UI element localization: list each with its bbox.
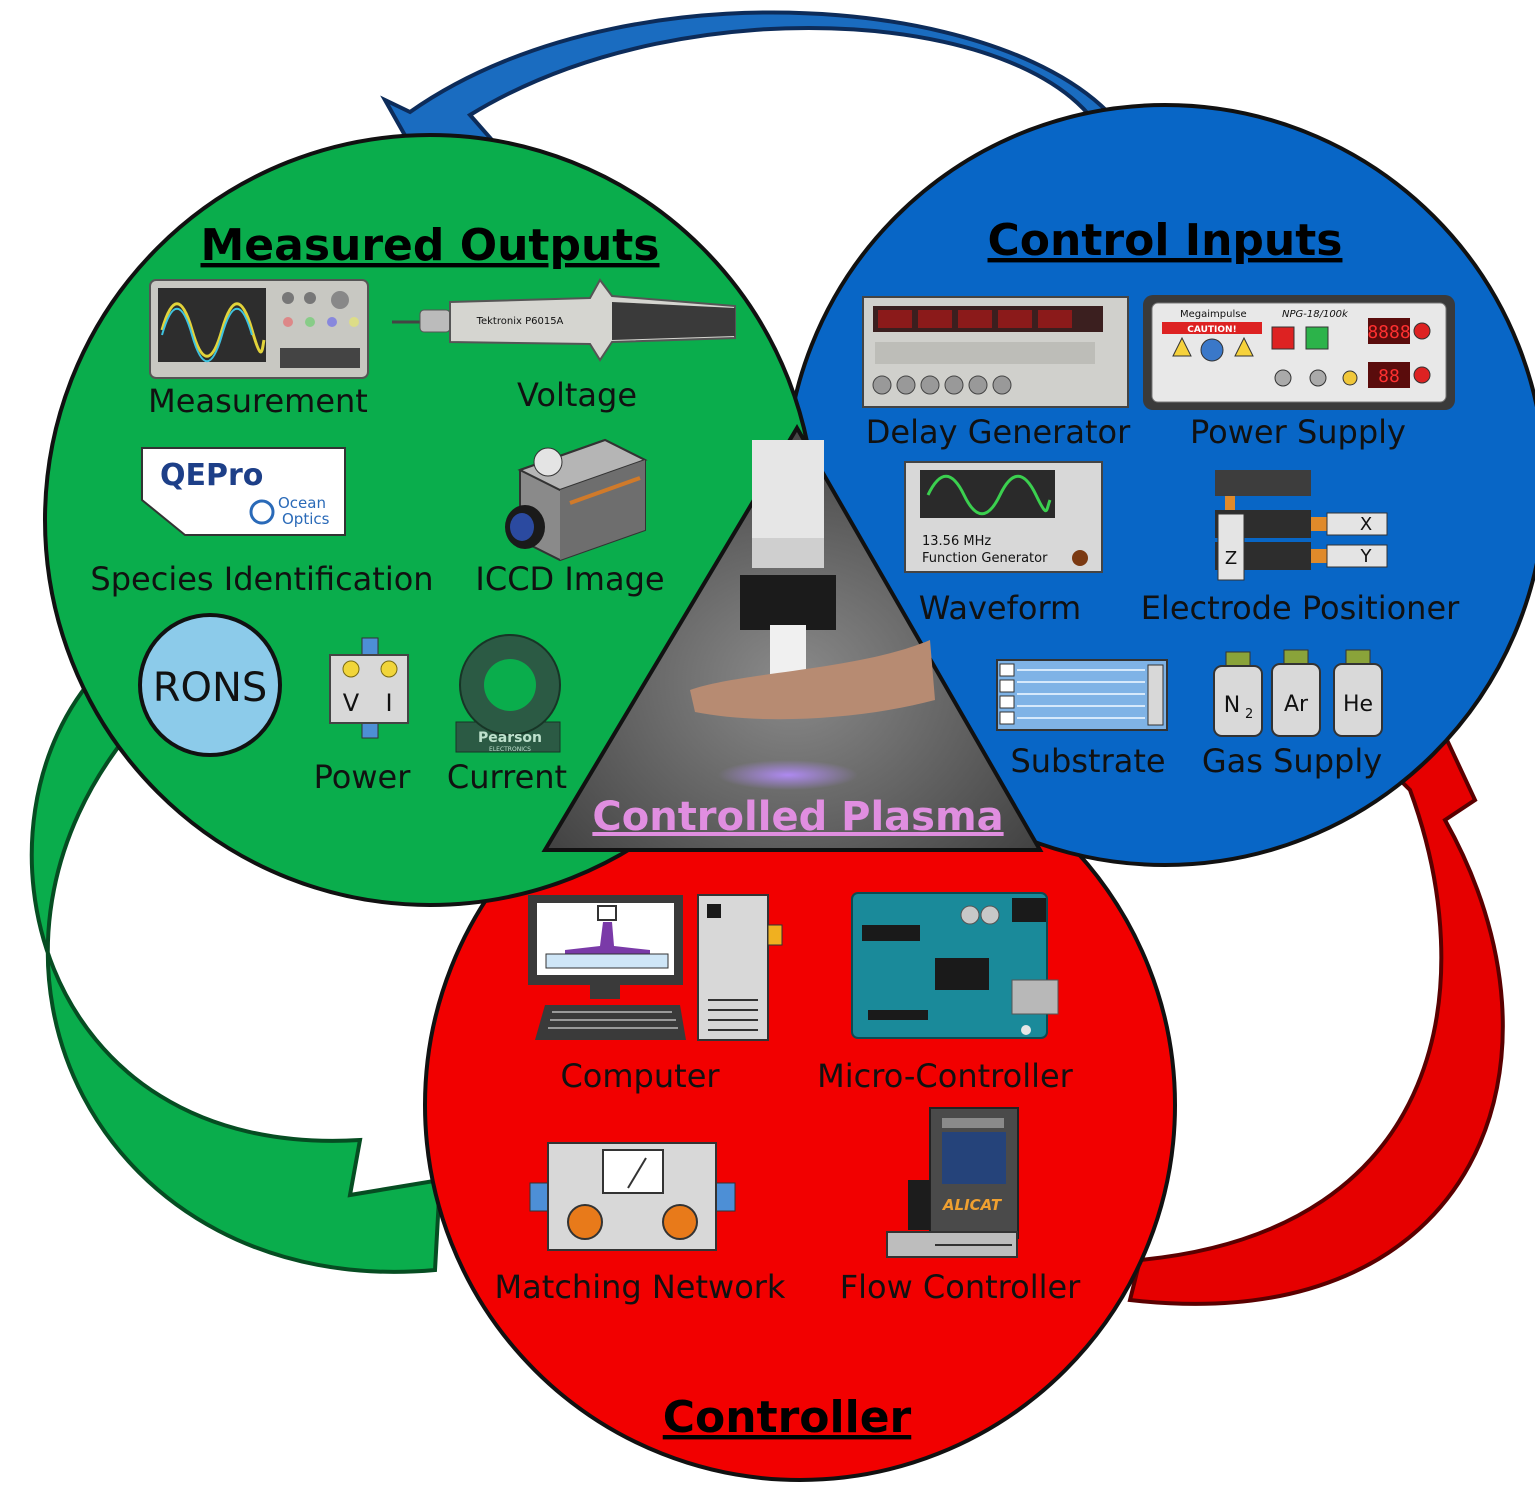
voltage-label: Voltage (517, 376, 637, 414)
microcontroller-icon (851, 892, 1059, 1039)
ps-model: NPG-18/100k (1282, 309, 1349, 320)
ocean-text-2: Optics (282, 510, 330, 528)
power-supply-label: Power Supply (1190, 413, 1406, 451)
alicat-text: ALICAT (942, 1196, 1003, 1214)
computer-icon (528, 894, 783, 1041)
probe-brand: Tektronix P6015A (476, 316, 564, 327)
axis-y: Y (1360, 546, 1373, 567)
electrode-positioner-icon: Z X Y (1215, 470, 1388, 581)
delay-generator-icon (862, 296, 1129, 408)
gas-ar: Ar (1284, 692, 1309, 717)
ps-digits-2: 88 (1378, 366, 1400, 387)
micro-label: Micro-Controller (817, 1057, 1074, 1095)
current-label: Current (447, 758, 567, 796)
outputs-title: Measured Outputs (201, 220, 660, 271)
rons-badge: RONS (138, 613, 282, 757)
vi-probe-icon: V I (329, 637, 409, 739)
power-supply-icon: Megaimpulse NPG-18/100k CAUTION! 8888 88 (1143, 295, 1455, 410)
species-label: Species Identification (90, 560, 433, 598)
pearson-sub: ELECTRONICS (489, 746, 531, 753)
matching-label: Matching Network (495, 1268, 786, 1306)
i-text: I (385, 689, 392, 717)
oscilloscope-icon (149, 279, 369, 379)
voltage-probe-icon: Tektronix P6015A (392, 278, 736, 362)
substrate-icon (996, 659, 1168, 731)
inputs-title: Control Inputs (988, 215, 1343, 266)
ocean-text-1: Ocean (278, 494, 326, 512)
waveform-label: Waveform (919, 589, 1081, 627)
ps-digits: 8888 (1367, 322, 1410, 343)
computer-label: Computer (560, 1057, 720, 1095)
ps-caution: CAUTION! (1187, 325, 1236, 335)
arrow-red (1127, 721, 1505, 1306)
v-text: V (343, 689, 360, 717)
gas-n-sub: 2 (1245, 707, 1253, 722)
current-monitor-icon: Pearson ELECTRONICS (455, 634, 561, 753)
flow-label: Flow Controller (840, 1268, 1081, 1306)
power-label: Power (314, 758, 412, 796)
pearson-text: Pearson (478, 730, 542, 746)
spectrometer-icon: QEPro Ocean Optics (141, 447, 346, 536)
delay-label: Delay Generator (866, 413, 1131, 451)
electrode-label: Electrode Positioner (1141, 589, 1460, 627)
flow-controller-icon: ALICAT (886, 1107, 1019, 1258)
arrow-blue (380, 10, 1144, 165)
axis-x: X (1360, 514, 1372, 535)
matching-network-icon (529, 1142, 736, 1251)
arrow-green (29, 666, 443, 1274)
fg-freq: 13.56 MHz (922, 534, 991, 549)
controller-title: Controller (663, 1392, 912, 1443)
gas-n: N (1224, 693, 1240, 718)
iccd-label: ICCD Image (475, 560, 664, 598)
iccd-camera-icon (505, 438, 648, 562)
function-generator-icon: 13.56 MHz Function Generator (904, 461, 1103, 573)
gas-he: He (1343, 692, 1373, 717)
axis-z: Z (1225, 548, 1237, 569)
gas-supply-icon: N 2 Ar He (1213, 649, 1383, 737)
gas-supply-label: Gas Supply (1202, 742, 1382, 780)
rons-text: RONS (153, 665, 268, 711)
fg-name: Function Generator (922, 551, 1048, 566)
measurement-label: Measurement (148, 382, 368, 420)
plasma-photo (541, 424, 1044, 852)
qepro-text: QEPro (160, 458, 263, 493)
plasma-title: Controlled Plasma (592, 794, 1003, 840)
substrate-label: Substrate (1010, 742, 1165, 780)
ps-brand: Megaimpulse (1180, 309, 1247, 320)
